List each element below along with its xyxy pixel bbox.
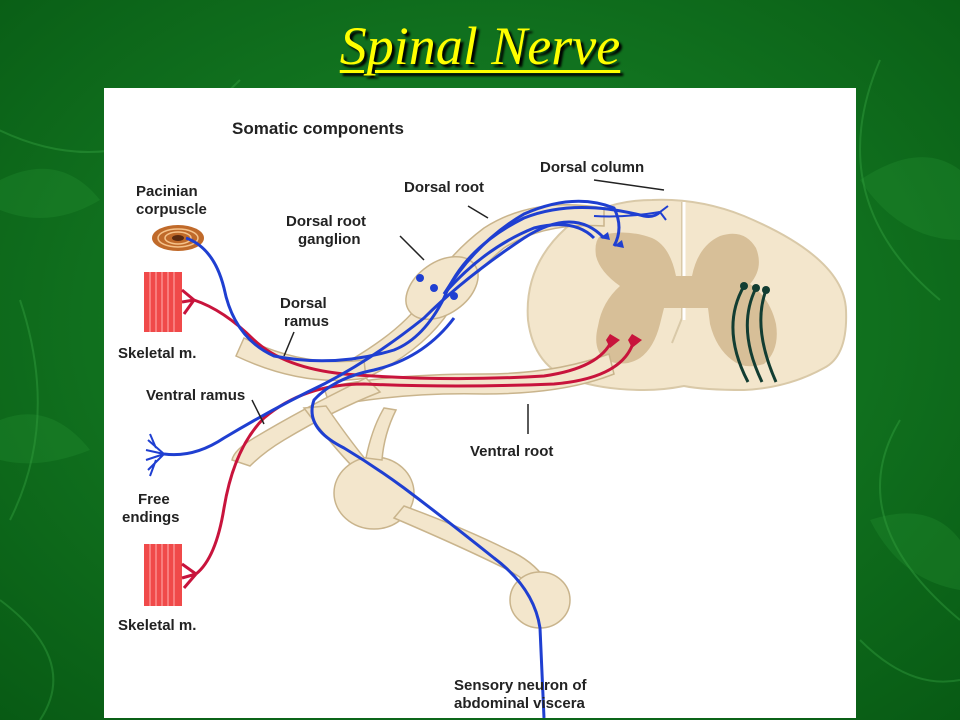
label-dorsal-ramus-line2: ramus (284, 313, 329, 330)
diagram-heading: Somatic components (232, 119, 404, 138)
dorsal-column-fiber (593, 205, 669, 221)
motor-neuron-bodies (606, 334, 642, 348)
label-dorsal-ramus-line1: Dorsal (280, 295, 327, 312)
label-ventral-ramus: Ventral ramus (146, 387, 245, 404)
spinal-nerve-diagram: Somatic components Pacinian corpuscle Sk… (104, 88, 856, 718)
label-ventral-root: Ventral root (470, 443, 553, 460)
label-skeletal-bottom: Skeletal m. (118, 617, 196, 634)
label-dorsal-root: Dorsal root (404, 179, 484, 196)
label-dorsal-column: Dorsal column (540, 159, 644, 176)
label-drg-line2: ganglion (298, 231, 361, 248)
sensory-ganglion-cells (416, 232, 624, 300)
label-sensory-line1: Sensory neuron of (454, 677, 588, 694)
label-pacinian-line1: Pacinian (136, 183, 198, 200)
label-pacinian-line2: corpuscle (136, 201, 207, 218)
leader-lines (251, 179, 665, 434)
label-free-line2: endings (122, 509, 180, 526)
sensory-fibers (163, 199, 662, 718)
label-free-line1: Free (138, 491, 170, 508)
diagram-illustration: Somatic components Pacinian corpuscle Sk… (118, 119, 848, 718)
label-skeletal-top: Skeletal m. (118, 345, 196, 362)
skeletal-muscle-bottom (144, 544, 182, 606)
grey-matter-butterfly (595, 232, 777, 367)
slide-title: Spinal Nerve (339, 16, 621, 76)
label-drg-line1: Dorsal root (286, 213, 366, 230)
skeletal-muscle-top (144, 272, 182, 332)
label-sensory-line2: abdominal viscera (454, 695, 586, 712)
tract-cell-bodies (740, 282, 770, 294)
spinal-tracts (731, 285, 778, 383)
pacinian-corpuscle (152, 225, 204, 251)
free-endings (145, 433, 165, 477)
